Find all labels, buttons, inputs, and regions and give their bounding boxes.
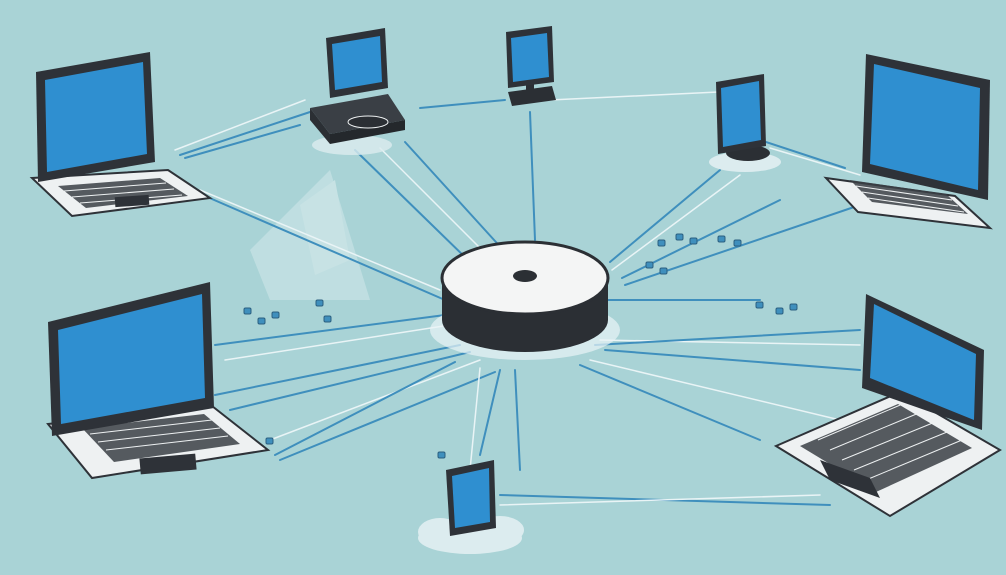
cable (529, 111, 536, 241)
laptop-screen (870, 64, 980, 190)
keyboard-keys (89, 419, 229, 451)
cable (404, 141, 506, 253)
cable (269, 359, 481, 441)
connector-plug-icon (323, 315, 332, 323)
laptop-bottom-right[interactable] (773, 294, 1002, 518)
cable (579, 364, 761, 441)
cable (379, 147, 491, 259)
keyboard-keys (855, 185, 965, 213)
tablet-screen (452, 468, 490, 528)
tablet-top-right[interactable] (709, 74, 781, 172)
router-top[interactable] (310, 28, 405, 155)
laptop-screen (58, 294, 205, 424)
tablet-bottom[interactable] (418, 460, 524, 554)
connector-plug-icon (265, 437, 274, 445)
light-rays (250, 170, 370, 300)
connector-plug-icon (733, 239, 742, 247)
connector-plug-icon (775, 307, 784, 315)
cable (214, 314, 446, 346)
connector-plug-icon (257, 317, 266, 325)
cable (514, 369, 521, 471)
connector-plug-icon (645, 261, 654, 269)
cable (609, 169, 721, 263)
connector-glyphs (243, 233, 798, 459)
laptop-bottom-left[interactable] (46, 282, 271, 480)
connector-plug-icon (789, 303, 798, 311)
hub-disc-icon (513, 270, 537, 282)
connector-plug-icon (675, 233, 684, 241)
cable (599, 339, 861, 346)
laptop-top-left[interactable] (29, 52, 213, 218)
cable (611, 174, 741, 271)
cable (224, 324, 451, 361)
connector-plug-icon (657, 239, 666, 247)
router-screen (332, 36, 382, 90)
cable (479, 369, 501, 456)
connector-plug-icon (243, 307, 252, 315)
connector-plug-icon (315, 299, 324, 307)
central-hub[interactable] (430, 240, 620, 360)
tablet-screen (721, 81, 761, 147)
cable (759, 139, 846, 169)
keyboard-keys (817, 399, 963, 481)
connector-plug-icon (755, 301, 764, 309)
laptop-screen (45, 62, 147, 172)
cable (179, 111, 311, 156)
cable-group (174, 89, 861, 506)
cable (204, 195, 446, 301)
cable (279, 371, 496, 461)
cable (589, 359, 841, 421)
connector-plug-icon (717, 235, 726, 243)
cable (274, 361, 456, 456)
cable (184, 124, 301, 159)
cable (214, 344, 461, 396)
connector-plug-icon (271, 311, 280, 319)
cable (419, 99, 506, 109)
connector-plug-icon (689, 237, 698, 245)
cable (604, 349, 861, 371)
connector-plug-icon (437, 451, 446, 459)
cable (769, 147, 861, 176)
monitor-screen (511, 33, 549, 82)
cable (594, 329, 861, 346)
cable (229, 351, 471, 411)
cable (469, 367, 481, 471)
laptop-screen (870, 304, 976, 420)
laptop-top-right[interactable] (823, 54, 993, 230)
cable (174, 99, 306, 151)
connector-plug-icon (659, 267, 668, 275)
cable (199, 189, 441, 291)
cable (499, 494, 821, 506)
cable (354, 149, 471, 263)
monitor-top[interactable] (506, 26, 556, 106)
